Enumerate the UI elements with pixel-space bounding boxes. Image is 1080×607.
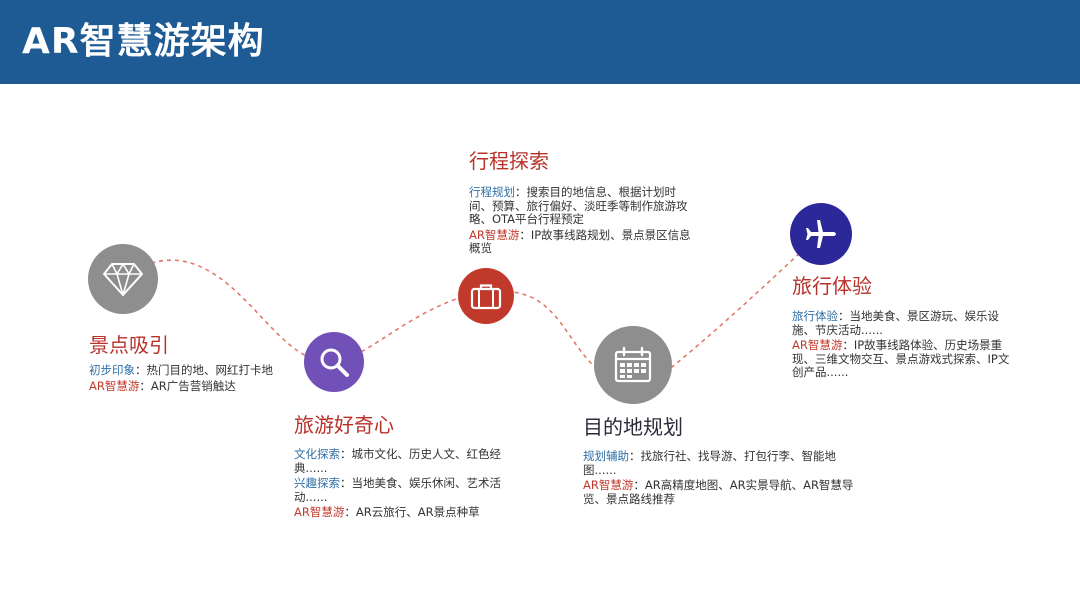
desc-line: AR智慧游：AR云旅行、AR景点种草 xyxy=(294,505,480,519)
desc-line: AR智慧游：IP故事线路规划、景点景区信息概览 xyxy=(469,227,691,255)
desc-line: 规划辅助：找旅行社、找导游、打包行李、智能地图...... xyxy=(583,449,836,477)
diamond-icon xyxy=(103,263,143,296)
desc-line: 行程规划：搜索目的地信息、根据计划时间、预算、旅行偏好、淡旺季等制作旅游攻略、O… xyxy=(469,185,688,226)
stage-desc-4: 规划辅助：找旅行社、找导游、打包行李、智能地图...... AR智慧游：AR高精… xyxy=(583,449,858,508)
stage-desc-5: 旅行体验：当地美食、景区游玩、娱乐设施、节庆活动...... AR智慧游：IP故… xyxy=(792,309,1017,382)
diamond-node xyxy=(88,244,158,314)
magnifier-icon xyxy=(320,348,349,377)
desc-line: 初步印象：热门目的地、网红打卡地 xyxy=(89,363,273,377)
stage-title-目的地规划: 目的地规划 xyxy=(583,415,683,439)
stage-title-旅游好奇心: 旅游好奇心 xyxy=(294,413,394,437)
stage-desc-3: 行程规划：搜索目的地信息、根据计划时间、预算、旅行偏好、淡旺季等制作旅游攻略、O… xyxy=(469,185,691,258)
desc-line: 旅行体验：当地美食、景区游玩、娱乐设施、节庆活动...... xyxy=(792,309,999,337)
magnifier-node xyxy=(304,332,364,392)
desc-line: AR智慧游：AR广告营销触达 xyxy=(89,378,236,393)
desc-line: AR智慧游：IP故事线路体验、历史场景重现、三维文物交互、景点游戏式探索、IP文… xyxy=(792,338,1010,379)
desc-line: AR智慧游：AR高精度地图、AR实景导航、AR智慧导览、景点路线推荐 xyxy=(583,478,854,506)
briefcase-icon xyxy=(470,284,502,310)
stage-title-行程探索: 行程探索 xyxy=(469,149,549,173)
stage-desc-2: 文化探索：城市文化、历史人文、红色经典...... 兴趣探索：当地美食、娱乐休闲… xyxy=(294,447,504,522)
airplane-icon xyxy=(806,220,836,248)
airplane-node xyxy=(790,203,852,265)
stage-title-景点吸引: 景点吸引 xyxy=(89,333,169,357)
page-title: AR智慧游架构 xyxy=(22,21,265,62)
calendar-node xyxy=(594,326,672,404)
briefcase-node xyxy=(458,268,514,324)
desc-line: 兴趣探索：当地美食、娱乐休闲、艺术活动...... xyxy=(294,476,501,504)
stage-desc-1: 初步印象：热门目的地、网红打卡地 AR智慧游：AR广告营销触达 xyxy=(89,363,309,395)
desc-line: 文化探索：城市文化、历史人文、红色经典...... xyxy=(294,447,501,475)
title-banner: AR智慧游架构 xyxy=(0,0,1080,84)
calendar-icon xyxy=(614,346,652,383)
stage-title-旅行体验: 旅行体验 xyxy=(792,274,872,298)
